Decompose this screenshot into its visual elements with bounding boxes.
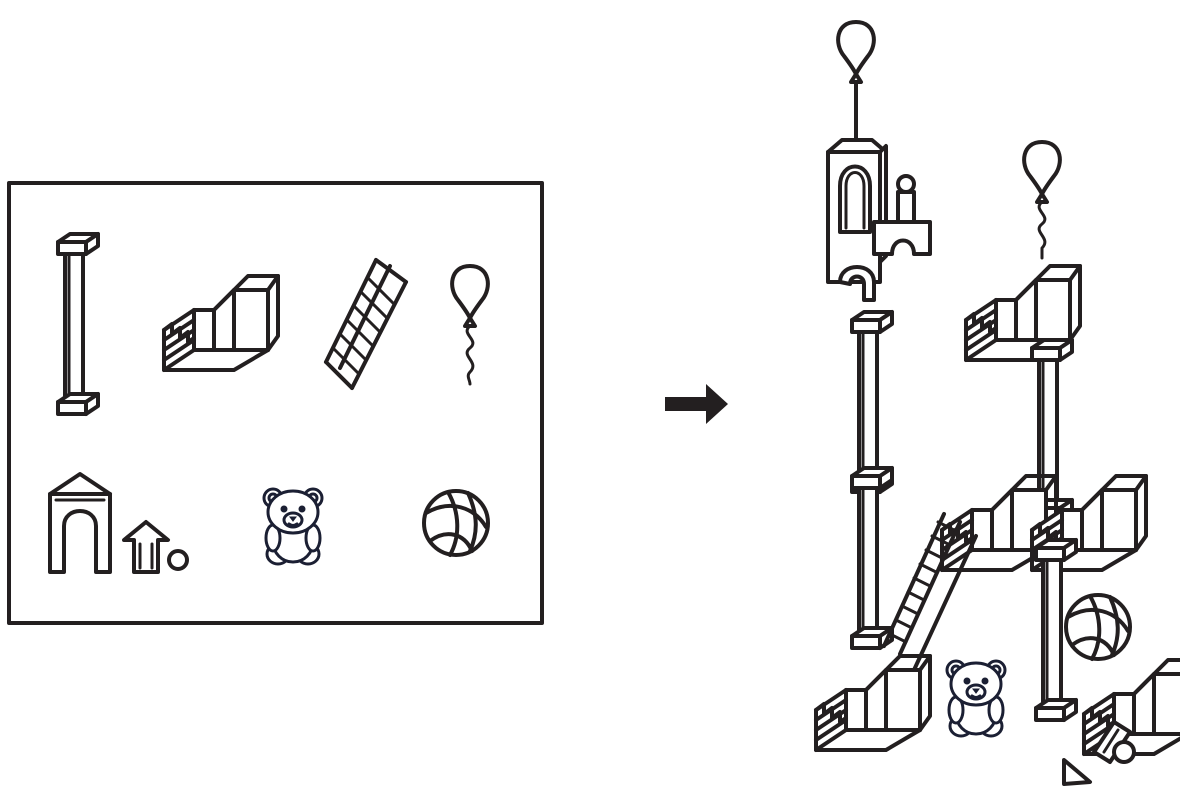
tower-stairs-bottom-right [1082,658,1180,756]
tower-ladder [882,512,978,672]
diagram-drawing [7,20,1180,786]
balloon-icon [450,264,490,386]
arch-icon [48,472,112,574]
teddy-bear-icon [262,487,324,566]
ring-icon [167,549,189,571]
parts-panel [7,181,544,625]
tower-balloon-left [836,20,876,142]
tower-top-arch [826,138,932,302]
tower-balloon-right [1022,140,1062,260]
parts-frame [7,181,544,625]
tower-ball [1064,593,1132,661]
pillar-icon [56,232,100,416]
ladder-icon [324,258,408,390]
arrow-right-icon [665,384,728,424]
block-tower-icon [814,20,1180,786]
tower-stairs-bottom-left [814,654,932,752]
scattered-pieces [1062,720,1136,786]
stairs-icon [162,274,280,372]
tower-teddy-bear [945,659,1007,738]
arrow-up-block-icon [122,520,170,574]
tower-pillar-left [850,310,894,650]
ball-icon [422,489,490,557]
